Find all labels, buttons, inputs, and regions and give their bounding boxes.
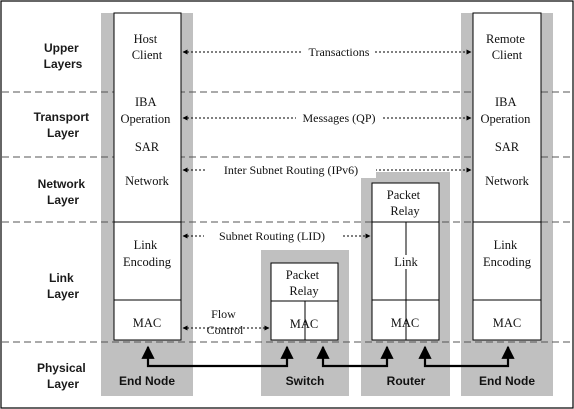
end-node-right-stack: Remote Client IBA Operation SAR Network …: [472, 12, 542, 341]
physical-link-endnode-switch: [141, 345, 294, 368]
iba-operation-label-right: IBA Operation SAR: [480, 95, 533, 154]
router-link-label: Link: [394, 255, 418, 269]
end-node-right-name: End Node: [479, 374, 535, 388]
flow-control-connection: Flow Control: [182, 307, 270, 337]
end-node-left-name: End Node: [119, 374, 175, 388]
layer-label-link: Link Layer: [47, 271, 79, 301]
layer-label-upper: Upper Layers: [44, 41, 83, 71]
physical-link-switch-router: [316, 345, 394, 368]
flow-control-label: Flow Control: [207, 307, 244, 337]
network-label-right: Network: [485, 174, 529, 188]
link-encoding-label-right: Link Encoding: [483, 238, 532, 269]
link-encoding-label-left: Link Encoding: [123, 238, 172, 269]
remote-client-label: Remote Client: [486, 32, 528, 62]
inter-subnet-connection: Inter Subnet Routing (IPv6): [182, 162, 472, 178]
router-name: Router: [387, 374, 426, 388]
layer-label-transport: Transport Layer: [34, 110, 93, 140]
mac-label-right: MAC: [493, 316, 521, 330]
switch-mac-label: MAC: [290, 317, 318, 331]
transactions-label: Transactions: [309, 45, 370, 59]
layer-label-network: Network Layer: [38, 177, 89, 207]
network-label-left: Network: [125, 174, 169, 188]
messages-connection: Messages (QP): [182, 110, 472, 126]
layer-label-physical: Physical Layer: [37, 361, 89, 391]
router-mac-label: MAC: [391, 316, 419, 330]
end-node-left-stack: Host Client IBA Operation SAR Network Li…: [113, 12, 182, 341]
switch-relay-label: Packet Relay: [286, 268, 322, 298]
iba-operation-label-left: IBA Operation SAR: [120, 95, 173, 154]
switch-stack: Packet Relay MAC: [270, 262, 339, 341]
host-client-label: Host Client: [132, 32, 163, 62]
inter-subnet-label: Inter Subnet Routing (IPv6): [224, 163, 358, 177]
subnet-label: Subnet Routing (LID): [219, 229, 325, 243]
transactions-connection: Transactions: [182, 44, 472, 60]
messages-label: Messages (QP): [303, 111, 376, 125]
router-stack: Packet Relay Link MAC: [371, 182, 440, 341]
mac-label-left: MAC: [133, 316, 161, 330]
router-relay-label: Packet Relay: [387, 188, 423, 218]
physical-link-path: [141, 345, 515, 368]
subnet-connection: Subnet Routing (LID): [182, 228, 371, 244]
switch-name: Switch: [286, 374, 325, 388]
physical-link-router-endnode: [418, 345, 515, 368]
